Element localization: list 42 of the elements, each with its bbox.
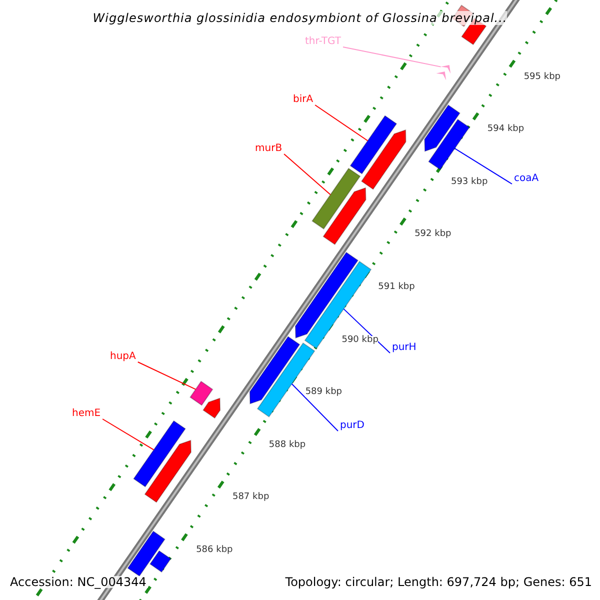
gene-block	[424, 104, 460, 152]
gene-block	[249, 336, 300, 404]
scale-label: 594 kbp	[487, 125, 524, 134]
leader-line	[284, 154, 331, 196]
gene-label: coaA	[514, 174, 539, 184]
scale-label: 595 kbp	[524, 72, 560, 82]
topology-text: Topology: circular; Length: 697,724 bp; Genes: 651	[285, 576, 592, 588]
gene-bar	[350, 115, 398, 174]
gene-block	[322, 187, 366, 246]
gene-label: birA	[293, 95, 314, 105]
scale-label: 592 kbp	[414, 230, 452, 240]
leader-line	[291, 383, 338, 432]
trna-chevrons	[436, 65, 451, 80]
scale-label: 587 kbp	[232, 493, 270, 502]
leader-line	[314, 104, 368, 142]
gene-block	[144, 440, 192, 503]
gene-label: murB	[255, 144, 282, 154]
gene-block	[360, 129, 406, 190]
scale-label: 589 kbp	[305, 388, 342, 398]
gene-label: thr-TGT	[305, 37, 342, 47]
gene-bar	[190, 380, 214, 406]
gene-block	[202, 398, 221, 419]
gene-label: hemE	[72, 409, 101, 419]
leader-line	[454, 148, 512, 184]
scale-label: 593 kbp	[450, 178, 488, 187]
gene-bar	[133, 420, 186, 488]
gene-bar	[149, 550, 172, 573]
leader-line	[342, 46, 442, 68]
gene-label: purH	[392, 343, 416, 353]
gene-bar	[428, 118, 470, 170]
map-title: Wigglesworthia glossinidia endosymbiont of Glossina brevipal...	[92, 11, 508, 25]
accession-text: Accession: NC_004344	[8, 576, 148, 588]
scale-label: 591 kbp	[378, 282, 415, 292]
gene-label: purD	[340, 421, 364, 431]
leader-line	[137, 362, 196, 390]
leader-line	[343, 308, 390, 354]
gene-label: hupA	[110, 352, 136, 362]
scale-label: 586 kbp	[196, 546, 233, 556]
gene-bar	[312, 168, 361, 230]
leader-line	[102, 418, 154, 450]
scale-label: 590 kbp	[342, 336, 378, 345]
scale-label: 588 kbp	[268, 440, 306, 450]
